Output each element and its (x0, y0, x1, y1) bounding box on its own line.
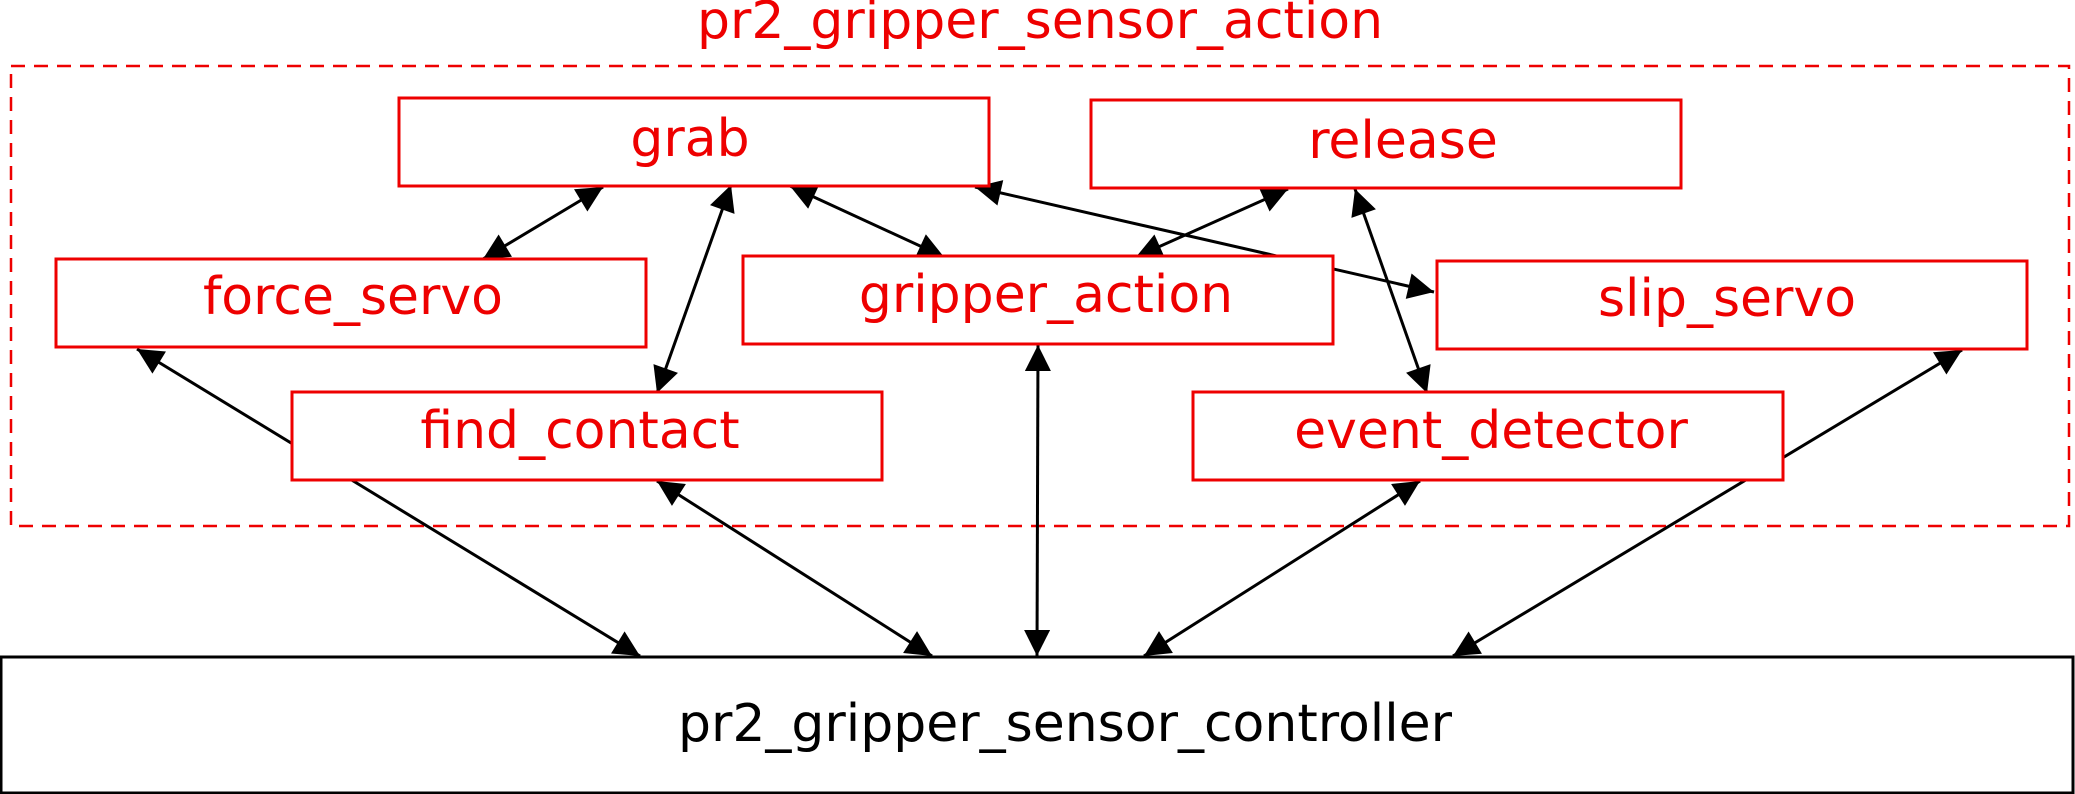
node-event-detector-box (1191, 390, 1785, 482)
node-release-label: release (1308, 111, 1498, 171)
node-force-servo: force_servo (54, 257, 648, 349)
edge-force-servo-controller (136, 347, 641, 658)
node-force-servo-box (54, 257, 648, 349)
node-event-detector-label: event_detector (1294, 401, 1688, 461)
node-grab: grab (397, 96, 991, 188)
node-controller: pr2_gripper_sensor_controller (0, 655, 2075, 794)
node-find-contact: find_contact (290, 390, 884, 482)
edge-grab-force-servo (482, 185, 604, 261)
edge-grab-find-contact (653, 184, 735, 394)
node-slip-servo-box (1435, 259, 2029, 351)
edge-release-gripper-action (1135, 187, 1289, 259)
node-event-detector: event_detector (1191, 390, 1785, 482)
edges (136, 180, 1963, 658)
edge-find-contact-controller (656, 479, 933, 658)
edge-event-detector-controller (1143, 479, 1421, 658)
node-gripper-action-box (741, 254, 1335, 346)
node-gripper-action-label: gripper_action (859, 265, 1233, 325)
node-force-servo-label: force_servo (203, 267, 503, 327)
package-title: pr2_gripper_sensor_action (697, 0, 1383, 51)
node-grab-box (397, 96, 991, 188)
edge-slip-servo-controller (1452, 348, 1963, 658)
node-find-contact-box (290, 390, 884, 482)
node-find-contact-label: find_contact (420, 401, 739, 461)
node-slip-servo-label: slip_servo (1598, 269, 1856, 329)
edge-gripper-action-controller (1024, 344, 1051, 657)
node-release-box (1089, 98, 1683, 190)
node-slip-servo: slip_servo (1435, 259, 2029, 351)
node-grab-label: grab (630, 109, 749, 169)
node-gripper-action: gripper_action (741, 254, 1335, 346)
node-release: release (1089, 98, 1683, 190)
edge-release-event-detector (1351, 188, 1431, 394)
node-controller-box (0, 655, 2075, 794)
node-controller-label: pr2_gripper_sensor_controller (678, 694, 1453, 754)
edge-grab-gripper-action (789, 184, 945, 259)
